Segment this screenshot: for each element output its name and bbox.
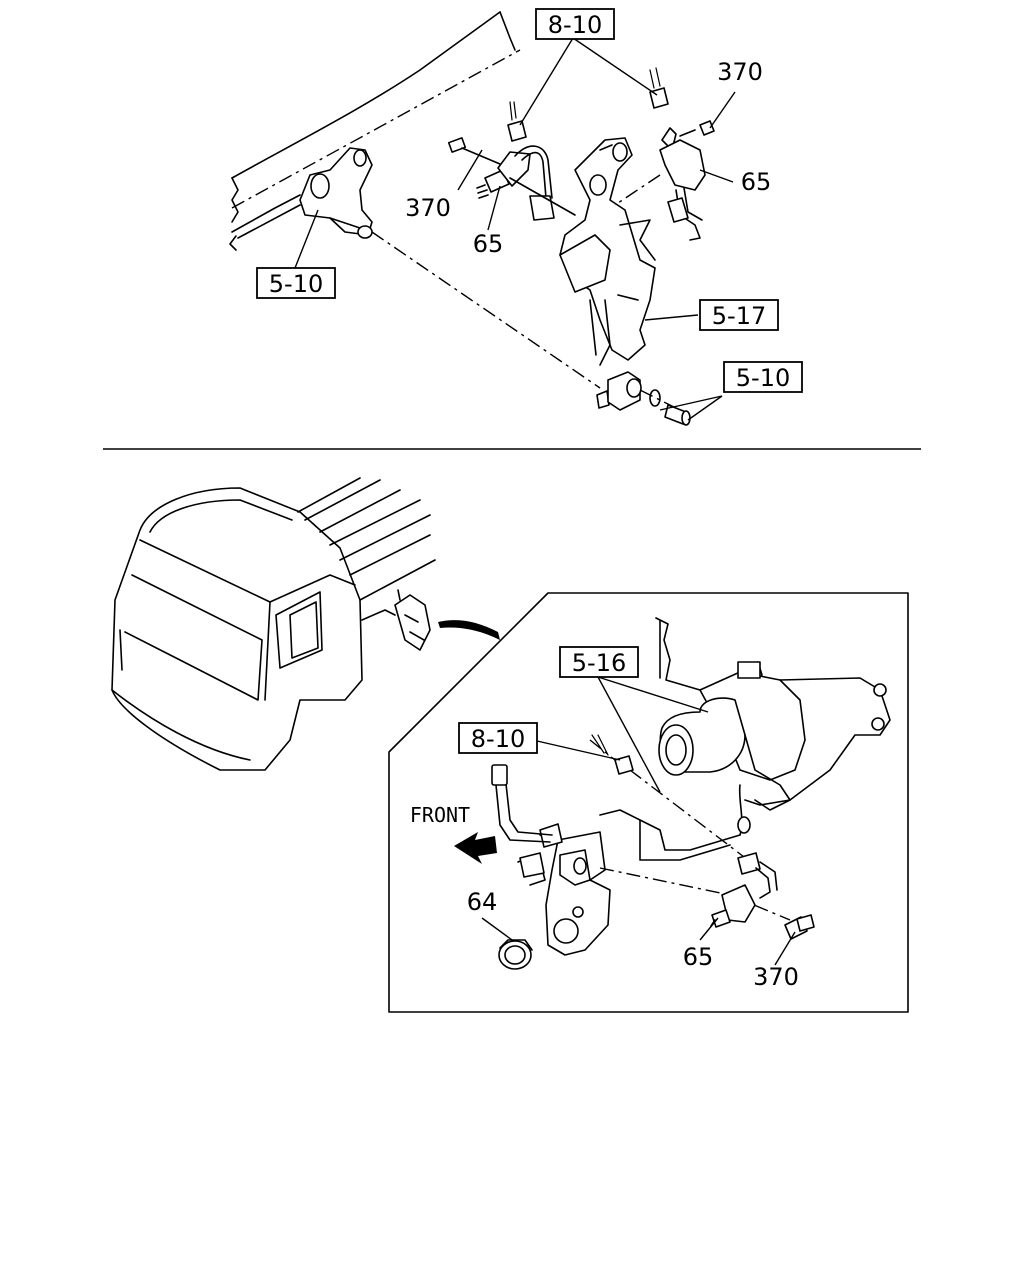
part-370-detail: 370 [753, 963, 799, 991]
truck-overview [111, 477, 500, 771]
left-sensor-assembly [447, 137, 576, 221]
callout-5-10-right-text: 5-10 [736, 364, 790, 392]
part-65-top-right: 65 [741, 168, 772, 196]
callout-5-16-text: 5-16 [572, 649, 626, 677]
callout-8-10-detail: 8-10 [458, 722, 538, 754]
part-370-top-right: 370 [717, 58, 763, 86]
callout-5-10-left: 5-10 [256, 267, 336, 299]
callout-5-10-left-text: 5-10 [269, 270, 323, 298]
detail-sensor-65 [710, 852, 778, 928]
part-65-detail: 65 [683, 943, 714, 971]
detail-view: FRONT 5-16 8-10 64 65 370 [388, 592, 909, 1013]
right-sensor-assembly [614, 120, 715, 241]
callout-8-10-top-text: 8-10 [548, 11, 602, 39]
callout-5-16: 5-16 [559, 646, 639, 678]
callout-5-10-right: 5-10 [723, 361, 803, 393]
detail-bolt-370 [784, 914, 815, 940]
alignment-line-left [371, 231, 601, 389]
detail-pointer-arrow [438, 620, 500, 640]
part-370-top-left: 370 [405, 194, 451, 222]
front-label: FRONT [410, 803, 470, 827]
frame-rail [229, 11, 521, 251]
height-sensor-lever [559, 137, 656, 366]
detail-frame [388, 592, 909, 1013]
callout-5-17: 5-17 [699, 299, 779, 331]
callout-5-17-text: 5-17 [712, 302, 766, 330]
callout-8-10-detail-text: 8-10 [471, 725, 525, 753]
callout-8-10-top: 8-10 [535, 8, 615, 40]
part-65-top-left: 65 [473, 230, 504, 258]
top-exploded-view: 8-10 5-10 5-17 5-10 370 65 370 65 [229, 8, 803, 426]
lower-pivot [596, 371, 691, 426]
front-direction-arrow [454, 832, 497, 864]
top-leaders [294, 37, 736, 421]
left-bracket [299, 147, 373, 239]
part-64: 64 [467, 888, 498, 916]
detail-grommet-64 [498, 939, 533, 970]
